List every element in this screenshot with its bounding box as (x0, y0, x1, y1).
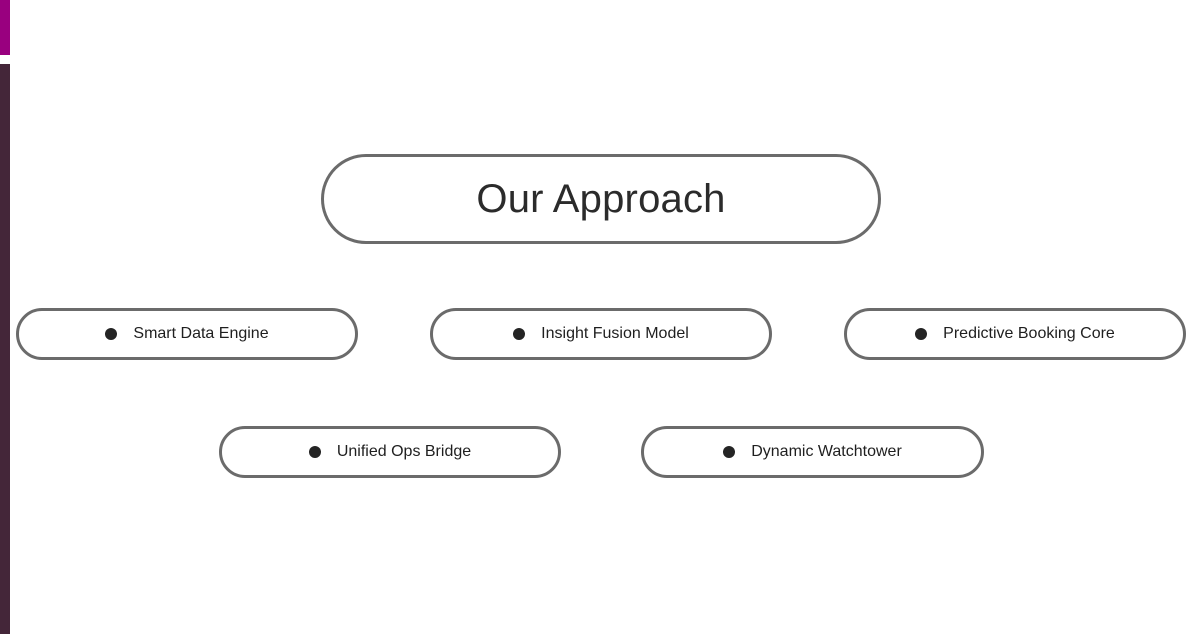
bullet-dot-icon (915, 328, 928, 340)
diagram-title-box: Our Approach (321, 154, 881, 244)
diagram-node[interactable]: Insight Fusion Model (430, 308, 772, 360)
left-edge-accent-top (0, 0, 10, 55)
diagram-node-content: Smart Data Engine (105, 325, 269, 342)
left-edge-accent-main (0, 64, 10, 634)
diagram-node[interactable]: Smart Data Engine (16, 308, 358, 360)
diagram-node[interactable]: Unified Ops Bridge (219, 426, 561, 478)
diagram-node-label: Dynamic Watchtower (751, 443, 902, 460)
bullet-dot-icon (513, 328, 526, 340)
diagram-node-label: Smart Data Engine (133, 325, 269, 342)
diagram-node-content: Insight Fusion Model (513, 326, 689, 342)
diagram-node[interactable]: Dynamic Watchtower (641, 426, 984, 478)
bullet-dot-icon (308, 446, 321, 458)
diagram-node-label: Unified Ops Bridge (336, 443, 472, 460)
diagram-node[interactable]: Predictive Booking Core (844, 308, 1186, 360)
bullet-dot-icon (105, 328, 118, 340)
diagram-node-label: Insight Fusion Model (541, 325, 689, 342)
bullet-dot-icon (723, 446, 736, 458)
diagram-node-content: Unified Ops Bridge (308, 443, 472, 460)
diagram-node-content: Dynamic Watchtower (723, 444, 902, 460)
page-title: Our Approach (476, 177, 726, 221)
diagram-node-label: Predictive Booking Core (943, 325, 1115, 342)
diagram-node-content: Predictive Booking Core (915, 326, 1115, 342)
